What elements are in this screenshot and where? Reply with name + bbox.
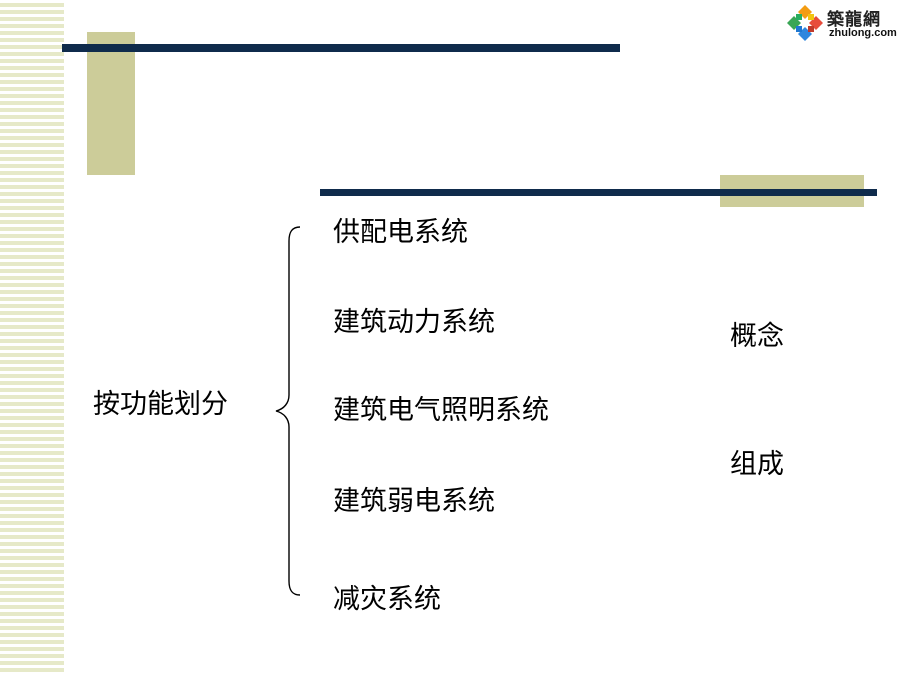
side-note-concept: 概念: [730, 321, 784, 352]
category-label: 按功能划分: [93, 389, 228, 420]
middle-rule-line: [320, 189, 877, 196]
left-stripe-decoration: [0, 0, 64, 675]
top-rule-line: [62, 44, 620, 52]
list-item: 减灾系统: [333, 584, 441, 615]
left-brace-icon: [275, 226, 301, 596]
logo-mark-icon: [787, 5, 823, 41]
olive-block-top: [87, 32, 135, 175]
list-item: 建筑电气照明系统: [333, 395, 549, 426]
list-item: 建筑动力系统: [333, 307, 495, 338]
list-item: 建筑弱电系统: [333, 486, 495, 517]
logo-english-name: zhulong.com: [829, 27, 897, 39]
logo-chinese-name: 築龍網: [827, 10, 881, 30]
side-note-composition: 组成: [730, 449, 784, 480]
list-item: 供配电系统: [333, 217, 468, 248]
zhulong-logo: 築龍網 zhulong.com: [785, 3, 897, 45]
